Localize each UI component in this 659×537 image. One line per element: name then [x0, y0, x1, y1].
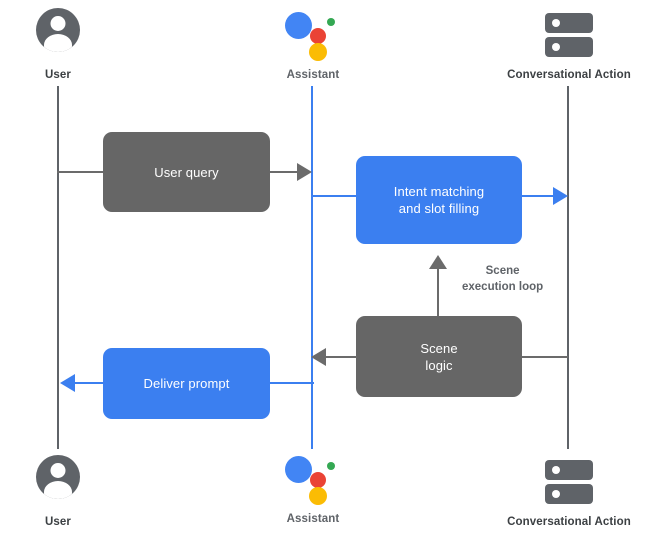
- box-user-query[interactable]: User query: [103, 132, 270, 212]
- connector-scene-loop-vertical: [437, 268, 439, 320]
- server-stack-icon: [489, 455, 649, 515]
- box-user-query-label: User query: [154, 164, 219, 180]
- assistant-red-dot-icon: [310, 472, 326, 488]
- actor-assistant-bottom: Assistant: [233, 452, 393, 526]
- actor-label-user-top: User: [45, 69, 71, 81]
- box-deliver-prompt-label: Deliver prompt: [143, 376, 230, 391]
- assistant-blue-dot-icon: [285, 12, 312, 39]
- server-stack-group: [545, 460, 593, 506]
- user-avatar-icon: [0, 8, 138, 68]
- actor-user-top: User: [0, 8, 138, 82]
- user-avatar-circle: [36, 455, 80, 499]
- actor-label-user-bottom: User: [45, 516, 71, 528]
- assistant-dots-group: [285, 454, 341, 505]
- arrowhead-deliver-prompt-to-user: [60, 374, 75, 392]
- user-head-shape: [50, 463, 66, 478]
- user-avatar-icon: [0, 455, 138, 515]
- server-bar-top: [545, 13, 593, 33]
- server-stack-icon: [489, 8, 649, 68]
- arrowhead-query-to-assistant: [297, 163, 312, 181]
- actor-conversational-action-top: Conversational Action: [489, 8, 649, 82]
- user-avatar-circle: [36, 8, 80, 52]
- google-assistant-icon: [233, 8, 393, 68]
- actor-assistant-top: Assistant: [233, 8, 393, 82]
- actor-label-assistant-bottom: Assistant: [286, 513, 340, 525]
- box-intent-matching-line2: and slot filling: [398, 201, 480, 216]
- assistant-dots-group: [285, 10, 341, 61]
- lifeline-assistant: [311, 86, 313, 449]
- server-led-top: [552, 466, 560, 474]
- box-scene-logic[interactable]: Scene logic: [356, 316, 522, 397]
- actor-conversational-action-bottom: Conversational Action: [489, 455, 649, 529]
- assistant-red-dot-icon: [310, 28, 326, 44]
- connector-intent-to-action: [522, 195, 555, 197]
- assistant-blue-dot-icon: [285, 456, 312, 483]
- server-led-bottom: [552, 490, 560, 498]
- box-intent-matching-line1: Intent matching: [393, 184, 485, 199]
- actor-label-conversational-action-top: Conversational Action: [507, 69, 631, 81]
- server-stack-group: [545, 13, 593, 59]
- annotation-scene-execution-loop: Scene execution loop: [462, 263, 543, 295]
- server-led-bottom: [552, 43, 560, 51]
- connector-scene-logic-to-assistant: [326, 356, 357, 358]
- server-bar-bottom: [545, 37, 593, 57]
- server-led-top: [552, 19, 560, 27]
- server-bar-top: [545, 460, 593, 480]
- assistant-green-dot-icon: [327, 18, 335, 26]
- connector-assistant-to-intent: [311, 195, 358, 197]
- box-intent-matching-label: Intent matching and slot filling: [394, 183, 484, 217]
- box-intent-matching[interactable]: Intent matching and slot filling: [356, 156, 522, 244]
- arrowhead-intent-to-action: [553, 187, 568, 205]
- arrowhead-scene-loop-up: [429, 255, 447, 269]
- lifeline-user: [57, 86, 59, 449]
- arrowhead-scene-logic-to-assistant: [311, 348, 326, 366]
- actor-label-assistant-top: Assistant: [286, 69, 340, 81]
- actor-label-conversational-action-bottom: Conversational Action: [507, 516, 631, 528]
- connector-user-to-query: [57, 171, 105, 173]
- actor-user-bottom: User: [0, 455, 138, 529]
- google-assistant-icon: [233, 452, 393, 512]
- box-scene-logic-line1: Scene: [420, 340, 458, 356]
- assistant-green-dot-icon: [327, 462, 335, 470]
- box-scene-logic-label: Scene logic: [420, 340, 457, 374]
- lifeline-conversational-action: [567, 86, 569, 449]
- user-body-shape: [44, 481, 72, 499]
- connector-query-to-assistant: [270, 171, 302, 173]
- connector-deliver-prompt-to-user: [75, 382, 105, 384]
- server-bar-bottom: [545, 484, 593, 504]
- box-deliver-prompt[interactable]: Deliver prompt: [103, 348, 270, 419]
- annotation-loop-line2: execution loop: [462, 281, 544, 293]
- assistant-yellow-dot-icon: [309, 43, 327, 61]
- annotation-loop-line1: Scene: [485, 265, 520, 277]
- assistant-yellow-dot-icon: [309, 487, 327, 505]
- box-scene-logic-line2: logic: [425, 357, 453, 373]
- user-head-shape: [50, 16, 66, 31]
- connector-assistant-to-deliver-prompt: [270, 382, 314, 384]
- connector-action-to-scene-logic: [522, 356, 568, 358]
- user-body-shape: [44, 34, 72, 52]
